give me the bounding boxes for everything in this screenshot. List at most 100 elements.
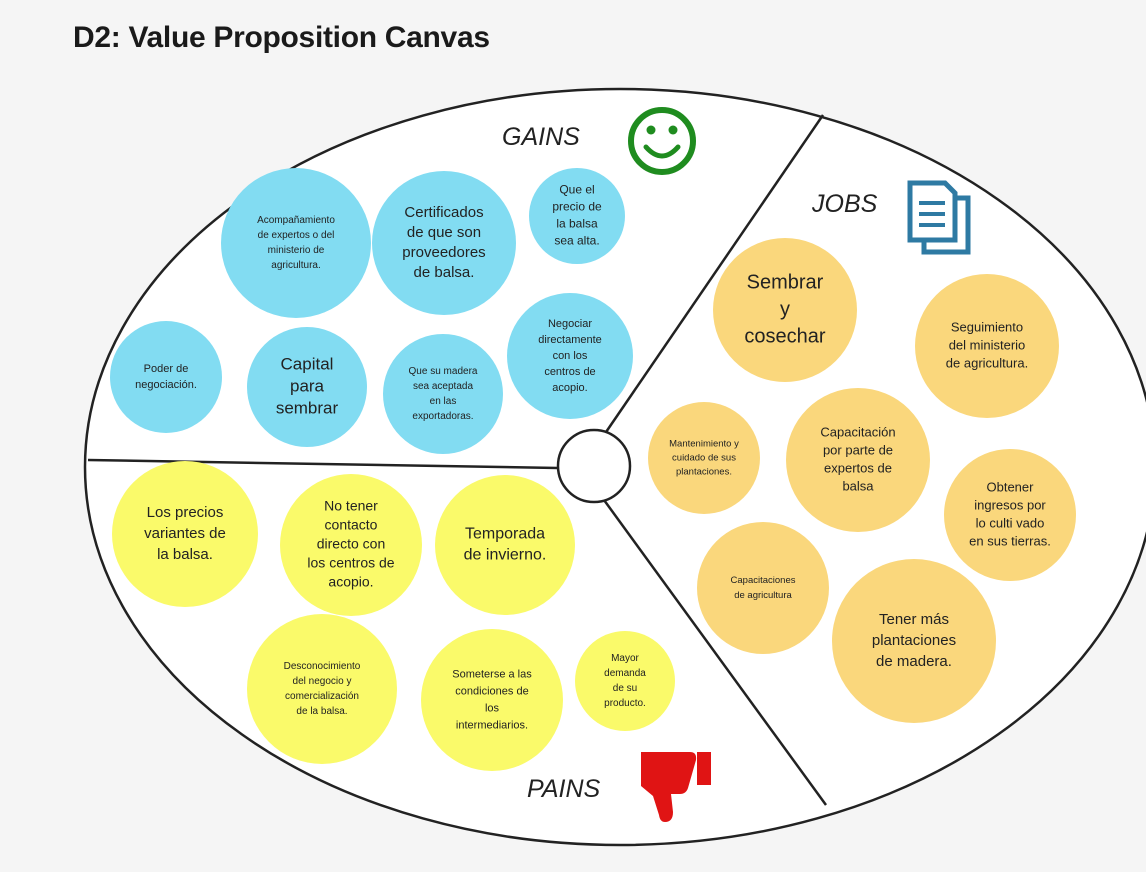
gains-bubble-circle: [221, 168, 371, 318]
jobs-bubble-text: cosechar: [744, 325, 825, 347]
jobs-bubble-circle: [713, 238, 857, 382]
jobs-bubble: Tener más plantaciones de madera.: [832, 559, 996, 723]
gains-bubble-circle: [372, 171, 516, 315]
gains-bubble-text: Capital: [281, 354, 334, 373]
jobs-bubble-text: Tener más: [879, 611, 949, 628]
pains-bubble-circle: [247, 614, 397, 764]
gains-bubble-text: sembrar: [276, 398, 339, 417]
gains-bubble-text: proveedores: [402, 244, 485, 261]
pains-bubble-text: la balsa.: [157, 546, 213, 563]
jobs-bubble-text: de madera.: [876, 653, 952, 670]
jobs-bubble-text: Obtener: [987, 479, 1035, 494]
gains-bubble-text: sea alta.: [554, 234, 599, 248]
gains-bubble: Capital para sembrar: [247, 327, 367, 447]
jobs-bubble-circle: [944, 449, 1076, 581]
jobs-bubble-text: Sembrar: [747, 271, 824, 293]
pains-bubble-text: de su: [613, 683, 637, 694]
jobs-bubble-text: Mantenimiento y: [669, 439, 739, 450]
jobs-bubble-circle: [648, 402, 760, 514]
gains-bubble-text: agricultura.: [271, 260, 320, 271]
jobs-bubble-text: balsa: [842, 478, 874, 493]
pains-bubble-text: variantes de: [144, 525, 226, 542]
gains-bubble-text: Poder de: [144, 363, 189, 375]
jobs-bubble-circle: [832, 559, 996, 723]
gains-bubble-text: centros de: [544, 366, 595, 378]
pains-bubble-text: Temporada: [465, 526, 545, 543]
gains-bubble-text: Que su madera: [409, 366, 478, 377]
gains-bubble-circle: [529, 168, 625, 264]
pains-bubble-text: acopio.: [328, 574, 373, 590]
pains-bubble-circle: [435, 475, 575, 615]
jobs-bubble-text: por parte de: [823, 442, 893, 457]
gains-bubble-text: Acompañamiento: [257, 215, 335, 226]
pains-bubble-text: contacto: [325, 517, 378, 533]
pains-bubble: Desconocimiento del negocio y comercializa…: [247, 614, 397, 764]
jobs-bubble-text: Capacitación: [820, 424, 895, 439]
pains-bubble-text: los: [485, 702, 500, 714]
pains-bubble-text: los centros de: [307, 555, 394, 571]
pains-bubble-circle: [280, 474, 422, 616]
pains-bubble-circle: [112, 461, 258, 607]
pains-bubble-text: Desconocimiento: [284, 661, 361, 672]
jobs-bubble-text: de agricultura.: [946, 355, 1028, 370]
jobs-bubble-text: en sus tierras.: [969, 533, 1051, 548]
gains-bubble-text: Que el: [559, 183, 594, 197]
jobs-bubble-text: plantaciones.: [676, 467, 732, 478]
pains-bubble-text: Los precios: [147, 504, 224, 521]
jobs-bubble: Capacitaciones de agricultura: [697, 522, 829, 654]
divider-gains-pains: [87, 458, 559, 470]
jobs-bubble-circle: [786, 388, 930, 532]
gains-bubble-text: de expertos o del: [258, 230, 335, 241]
pains-bubble-text: del negocio y: [293, 676, 352, 687]
gains-bubble-text: exportadoras.: [412, 411, 473, 422]
gains-bubble: Que su madera sea aceptada en las exportado…: [383, 334, 503, 454]
jobs-bubble: Mantenimiento y cuidado de sus plantacione…: [648, 402, 760, 514]
document-stack-icon: [907, 180, 971, 255]
jobs-bubble-text: y: [780, 298, 790, 320]
pains-bubble: Temporada de invierno.: [435, 475, 575, 615]
smiley-face-icon: [628, 107, 696, 175]
jobs-bubble-text: ingresos por: [974, 497, 1046, 512]
gains-bubble-text: directamente: [538, 334, 602, 346]
gains-bubble-text: con los: [553, 350, 588, 362]
gains-bubble-text: precio de: [552, 200, 602, 214]
gains-bubble-text: negociación.: [135, 379, 197, 391]
jobs-bubble-text: lo culti vado: [976, 515, 1045, 530]
gains-bubble-circle: [507, 293, 633, 419]
thumbs-down-icon: [641, 752, 711, 822]
center-circle: [556, 428, 632, 504]
jobs-bubble-text: plantaciones: [872, 632, 956, 649]
divider-gains-jobs: [602, 114, 825, 436]
gains-bubble: Poder de negociación.: [110, 321, 222, 433]
gains-bubble-text: en las: [430, 396, 457, 407]
gains-bubble-text: de que son: [407, 224, 481, 241]
jobs-label: JOBS: [811, 190, 878, 218]
jobs-bubble-text: de agricultura: [734, 590, 792, 601]
pains-bubble-text: comercialización: [285, 691, 359, 702]
gains-bubble-text: acopio.: [552, 382, 587, 394]
pains-bubble-text: de invierno.: [464, 547, 547, 564]
pains-bubble: Los precios variantes de la balsa.: [112, 461, 258, 607]
pains-bubble-text: Someterse a las: [452, 668, 532, 680]
jobs-bubble-text: Capacitaciones: [731, 575, 796, 586]
pains-bubble-text: demanda: [604, 668, 646, 679]
gains-bubble-text: sea aceptada: [413, 381, 473, 392]
jobs-bubble-circle: [915, 274, 1059, 418]
jobs-bubble: Sembrar y cosechar: [713, 238, 857, 382]
jobs-bubble-text: cuidado de sus: [672, 453, 736, 464]
gains-bubble-text: para: [290, 376, 325, 395]
jobs-bubble-text: del ministerio: [949, 337, 1026, 352]
gains-bubble-text: Certificados: [404, 204, 483, 221]
pains-bubble-text: directo con: [317, 536, 385, 552]
